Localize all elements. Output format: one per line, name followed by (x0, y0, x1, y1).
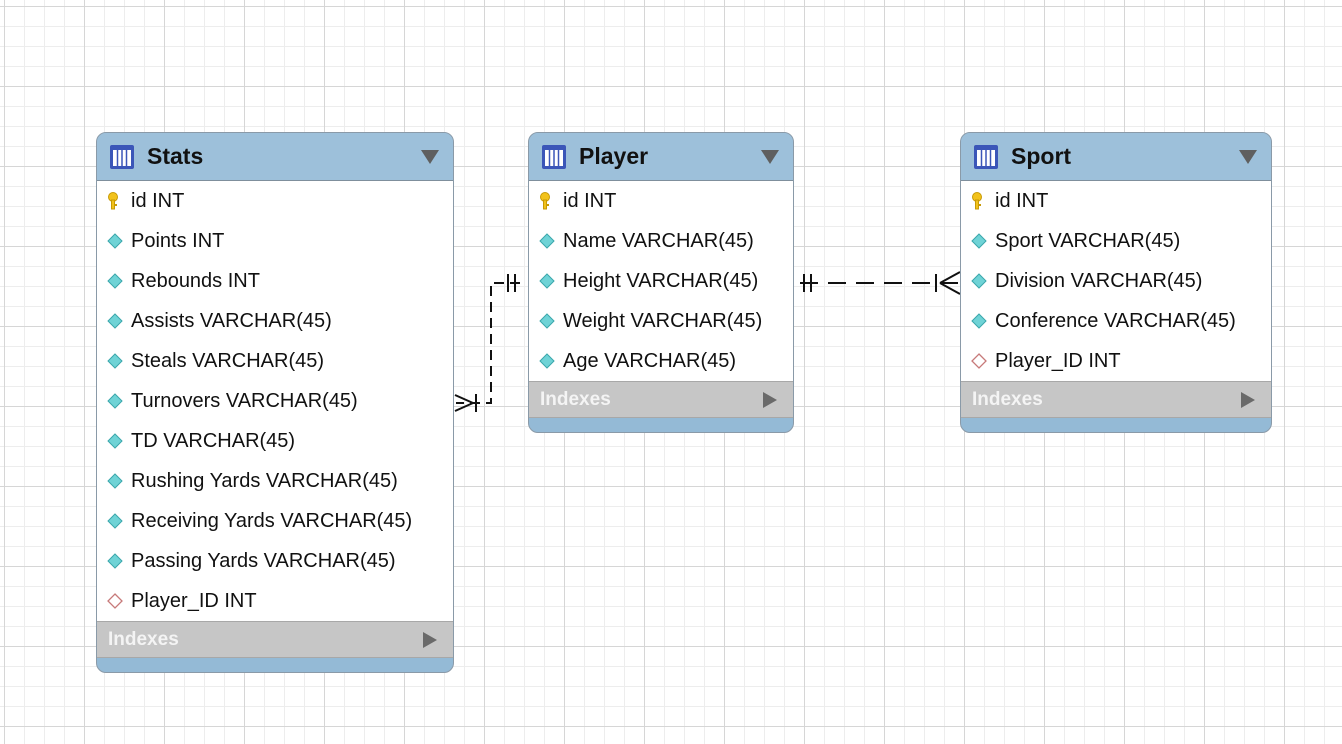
column-name: Player_ID INT (995, 349, 1121, 372)
indexes-label: Indexes (972, 388, 1043, 410)
relationship-player-sport[interactable] (800, 271, 961, 295)
column-row[interactable]: Weight VARCHAR(45) (529, 301, 793, 341)
column-row[interactable]: Assists VARCHAR(45) (97, 301, 453, 341)
column-row[interactable]: id INT (97, 181, 453, 221)
table-title: Stats (147, 143, 204, 169)
column-name: Division VARCHAR(45) (995, 269, 1203, 292)
column-row[interactable]: Height VARCHAR(45) (529, 261, 793, 301)
column-row[interactable]: Receiving Yards VARCHAR(45) (97, 501, 453, 541)
column-diamond-icon (107, 553, 123, 569)
table-sport[interactable]: Sport id INT Sport VARCHAR(45) (960, 132, 1272, 433)
column-name: id INT (131, 189, 185, 212)
column-name: Rebounds INT (131, 269, 260, 292)
column-diamond-icon (539, 353, 555, 369)
column-name: Name VARCHAR(45) (563, 229, 754, 252)
table-icon (542, 144, 566, 169)
column-diamond-icon (107, 313, 123, 329)
column-row[interactable]: TD VARCHAR(45) (97, 421, 453, 461)
table-player[interactable]: Player id INT Name VARCHAR(45) (528, 132, 794, 433)
column-name: TD VARCHAR(45) (131, 429, 296, 452)
table-header[interactable]: Stats (97, 133, 453, 181)
column-diamond-icon (107, 513, 123, 529)
table-icon (110, 144, 134, 169)
column-row[interactable]: id INT (529, 181, 793, 221)
column-name: Sport VARCHAR(45) (995, 229, 1181, 252)
indexes-label: Indexes (540, 388, 611, 410)
table-header[interactable]: Player (529, 133, 793, 181)
many-crowfoot (454, 402, 474, 412)
key-icon (540, 192, 550, 210)
column-row[interactable]: Player_ID INT (97, 581, 453, 621)
many-crowfoot (939, 282, 961, 295)
relationship-player-stats[interactable] (454, 274, 520, 412)
column-name: Conference VARCHAR(45) (995, 309, 1236, 332)
column-name: Height VARCHAR(45) (563, 269, 759, 292)
column-row[interactable]: Passing Yards VARCHAR(45) (97, 541, 453, 581)
column-diamond-icon (971, 233, 987, 249)
column-row[interactable]: Name VARCHAR(45) (529, 221, 793, 261)
indexes-section[interactable]: Indexes (529, 381, 793, 418)
many-crowfoot (939, 271, 961, 284)
indexes-label: Indexes (108, 628, 179, 650)
column-list: id INT Name VARCHAR(45) Height VARCHAR(4… (529, 181, 793, 381)
column-row[interactable]: Steals VARCHAR(45) (97, 341, 453, 381)
column-name: id INT (563, 189, 617, 212)
column-diamond-icon (971, 273, 987, 289)
column-name: Assists VARCHAR(45) (131, 309, 332, 332)
column-row[interactable]: Points INT (97, 221, 453, 261)
column-row[interactable]: Rushing Yards VARCHAR(45) (97, 461, 453, 501)
column-name: Passing Yards VARCHAR(45) (131, 549, 396, 572)
column-diamond-icon (107, 473, 123, 489)
column-row[interactable]: id INT (961, 181, 1271, 221)
column-name: Points INT (131, 229, 225, 252)
column-diamond-icon (539, 273, 555, 289)
column-row[interactable]: Age VARCHAR(45) (529, 341, 793, 381)
column-list: id INT Points INT Rebounds INT Assists V… (97, 181, 453, 621)
table-title: Sport (1011, 143, 1072, 169)
column-name: Rushing Yards VARCHAR(45) (131, 469, 398, 492)
expand-triangle-icon[interactable] (1241, 391, 1255, 408)
expand-triangle-icon[interactable] (763, 391, 777, 408)
column-row[interactable]: Conference VARCHAR(45) (961, 301, 1271, 341)
collapse-triangle-icon[interactable] (421, 149, 439, 164)
column-diamond-icon (107, 393, 123, 409)
table-header[interactable]: Sport (961, 133, 1271, 181)
column-list: id INT Sport VARCHAR(45) Division VARCHA… (961, 181, 1271, 381)
key-icon (972, 192, 982, 210)
column-row[interactable]: Division VARCHAR(45) (961, 261, 1271, 301)
column-name: id INT (995, 189, 1049, 212)
column-name: Turnovers VARCHAR(45) (131, 389, 358, 412)
foreign-key-diamond-icon (107, 593, 123, 609)
key-icon (108, 192, 118, 210)
many-crowfoot (454, 394, 474, 404)
column-diamond-icon (107, 273, 123, 289)
foreign-key-diamond-icon (971, 353, 987, 369)
indexes-section[interactable]: Indexes (97, 621, 453, 658)
column-name: Weight VARCHAR(45) (563, 309, 763, 332)
column-diamond-icon (107, 233, 123, 249)
column-name: Player_ID INT (131, 589, 257, 612)
table-icon (974, 144, 998, 169)
column-row[interactable]: Sport VARCHAR(45) (961, 221, 1271, 261)
column-name: Age VARCHAR(45) (563, 349, 737, 372)
collapse-triangle-icon[interactable] (761, 149, 779, 164)
relationship-line (456, 282, 520, 404)
column-diamond-icon (539, 233, 555, 249)
column-name: Receiving Yards VARCHAR(45) (131, 509, 413, 532)
column-row[interactable]: Rebounds INT (97, 261, 453, 301)
column-row[interactable]: Player_ID INT (961, 341, 1271, 381)
column-diamond-icon (971, 313, 987, 329)
indexes-section[interactable]: Indexes (961, 381, 1271, 418)
column-diamond-icon (107, 433, 123, 449)
table-title: Player (579, 143, 649, 169)
column-diamond-icon (539, 313, 555, 329)
column-name: Steals VARCHAR(45) (131, 349, 325, 372)
column-row[interactable]: Turnovers VARCHAR(45) (97, 381, 453, 421)
expand-triangle-icon[interactable] (423, 631, 437, 648)
collapse-triangle-icon[interactable] (1239, 149, 1257, 164)
table-stats[interactable]: Stats id INT Points INT (96, 132, 454, 673)
column-diamond-icon (107, 353, 123, 369)
